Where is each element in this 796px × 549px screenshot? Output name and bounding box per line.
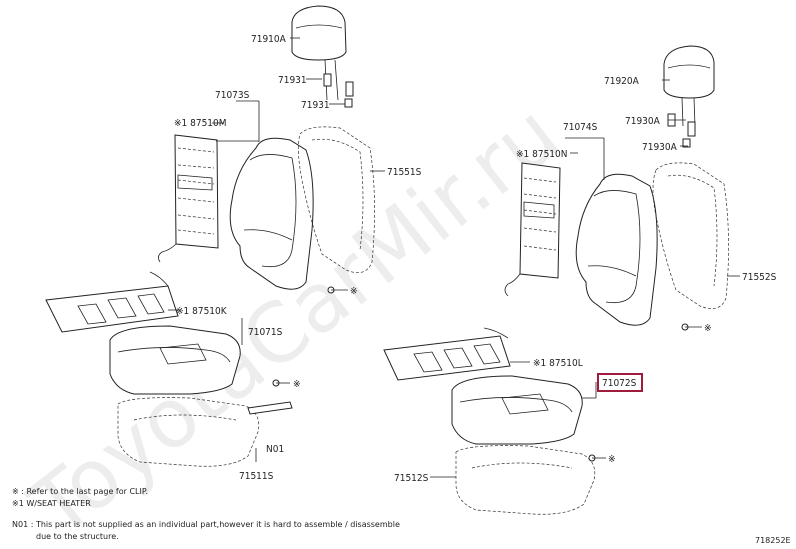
label-71931-lower[interactable]: 71931 — [301, 100, 330, 111]
seat-cushion-cover-right[interactable] — [451, 375, 583, 445]
label-71071S[interactable]: 71071S — [248, 327, 283, 338]
diagram-code: 718252E — [755, 536, 791, 545]
label-71511S[interactable]: 71511S — [239, 471, 274, 482]
label-87510L[interactable]: ※1 87510L — [533, 358, 583, 369]
label-N01[interactable]: N01 — [266, 444, 284, 455]
note-clip: ※ : Refer to the last page for CLIP. — [12, 487, 148, 496]
seatback-cover-left[interactable] — [229, 137, 314, 290]
note-n01-cont: due to the structure. — [36, 532, 119, 541]
seat-cushion-cover-left[interactable] — [109, 325, 241, 395]
seatback-cover-right[interactable] — [575, 173, 658, 326]
label-star-left-back: ※ — [350, 286, 358, 297]
label-71073S[interactable]: 71073S — [215, 90, 250, 101]
seat-cushion-pad-right[interactable] — [455, 445, 596, 515]
seat-cushion-pad-left[interactable] — [117, 397, 260, 467]
label-71930A-lower[interactable]: 71930A — [642, 142, 678, 153]
label-87510M[interactable]: ※1 87510M — [174, 118, 227, 129]
clip-right-back[interactable] — [681, 323, 702, 331]
label-71910A[interactable]: 71910A — [251, 34, 287, 45]
seat-heater-cushion-left[interactable] — [45, 271, 179, 333]
label-star-right-cushion: ※ — [608, 454, 616, 465]
label-71512S[interactable]: 71512S — [394, 473, 429, 484]
label-71920A[interactable]: 71920A — [604, 76, 640, 87]
seatback-pad-left[interactable] — [298, 126, 375, 273]
label-star-right-back: ※ — [704, 323, 712, 334]
clip-left-cushion[interactable] — [247, 379, 293, 415]
label-71072S[interactable]: 71072S — [602, 378, 637, 389]
headrest-guide-left[interactable] — [323, 73, 354, 108]
seatback-pad-right[interactable] — [652, 162, 729, 309]
seat-heater-back-right[interactable] — [504, 162, 561, 297]
label-87510K[interactable]: ※1 87510K — [176, 306, 228, 317]
label-71930A-upper[interactable]: 71930A — [625, 116, 661, 127]
headrest-right[interactable] — [663, 45, 715, 127]
headrest-left[interactable] — [291, 5, 347, 101]
label-71551S[interactable]: 71551S — [387, 167, 422, 178]
seat-heater-back-left[interactable] — [158, 134, 219, 263]
seat-heater-cushion-right[interactable] — [383, 327, 511, 381]
note-n01: N01 : This part is not supplied as an in… — [12, 520, 400, 529]
clip-left-back[interactable] — [327, 286, 348, 294]
label-71074S[interactable]: 71074S — [563, 122, 598, 133]
selected-part-highlight — [597, 373, 643, 392]
label-71552S[interactable]: 71552S — [742, 272, 777, 283]
clip-right-cushion[interactable] — [588, 454, 606, 462]
note-seat-heater: ※1 W/SEAT HEATER — [12, 499, 91, 508]
label-87510N[interactable]: ※1 87510N — [516, 149, 567, 160]
label-star-left-cushion: ※ — [293, 379, 301, 390]
label-71931-upper[interactable]: 71931 — [278, 75, 307, 86]
